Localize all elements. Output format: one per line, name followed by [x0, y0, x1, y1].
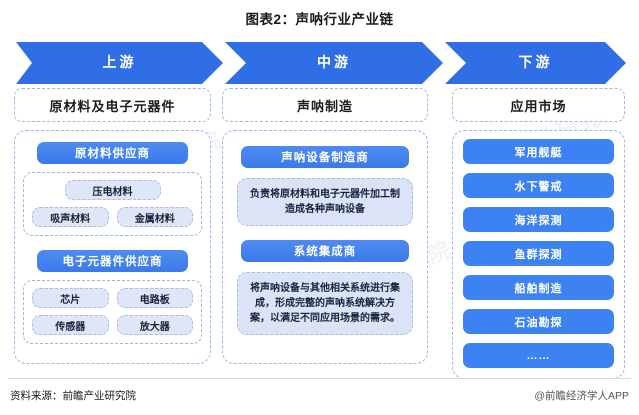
stage-arrow-midstream-label: 中游: [317, 54, 351, 70]
column-downstream-header-label: 应用市场: [510, 98, 567, 114]
column-midstream: 声呐制造 声呐设备制造商 负责将原材料和电子元器件加工制造成各种声呐设备 系统集…: [222, 88, 428, 364]
chip-label: 放大器: [139, 321, 170, 333]
list-item[interactable]: 石油勘探: [463, 309, 614, 334]
list-item[interactable]: 电路板: [116, 288, 193, 308]
column-downstream: 应用市场 军用舰艇 水下警戒 海洋探测 鱼群探测 船舶制造 石油勘探 ……: [452, 88, 625, 379]
group-equipment-maker-desc-text: 负责将原材料和电子元器件加工制造成各种声呐设备: [250, 189, 400, 215]
column-downstream-body: 军用舰艇 水下警戒 海洋探测 鱼群探测 船舶制造 石油勘探 ……: [452, 130, 625, 379]
group-system-integrator-desc: 将声呐设备与其他相关系统进行集成，形成完整的声呐系统解决方案，以满足不同应用场景…: [237, 272, 413, 335]
list-item[interactable]: 吸声材料: [32, 207, 109, 227]
chip-label: 传感器: [55, 321, 86, 333]
stage-arrow-upstream-label: 上游: [102, 54, 137, 70]
column-upstream-body: 原材料供应商 压电材料 吸声材料 金属材料 电子元: [14, 130, 211, 364]
app-item-label: ……: [526, 349, 551, 362]
group-equipment-maker-pill[interactable]: 声呐设备制造商: [241, 146, 409, 168]
list-item[interactable]: 传感器: [32, 315, 109, 335]
column-midstream-header-label: 声呐制造: [296, 98, 353, 114]
group-raw-material-supplier-pill[interactable]: 原材料供应商: [37, 142, 188, 164]
chip-row: 芯片 电路板: [32, 288, 193, 308]
column-upstream-header: 原材料及电子元器件: [14, 88, 211, 122]
app-item-label: 石油勘探: [514, 316, 563, 329]
group-system-integrator-label: 系统集成商: [293, 246, 357, 258]
app-item-label: 水下警戒: [514, 180, 563, 193]
footer-divider: [8, 378, 631, 379]
group-equipment-maker-label: 声呐设备制造商: [281, 152, 369, 164]
list-item[interactable]: 放大器: [116, 315, 193, 335]
app-item-label: 船舶制造: [514, 282, 563, 295]
group-component-supplier-items: 芯片 电路板 传感器 放大器: [23, 280, 202, 344]
stage-arrow-upstream[interactable]: 上游: [16, 42, 223, 84]
group-raw-material-supplier-items: 压电材料 吸声材料 金属材料: [23, 172, 202, 236]
app-credit: @前瞻经济学人APP: [534, 390, 629, 402]
group-system-integrator-desc-text: 将声呐设备与其他相关系统进行集成，形成完整的声呐系统解决方案，以满足不同应用场景…: [250, 283, 400, 324]
group-raw-material-supplier-label: 原材料供应商: [75, 148, 150, 160]
chip-row: 吸声材料 金属材料: [32, 207, 193, 227]
app-item-label: 海洋探测: [514, 214, 563, 227]
stage-arrow-downstream[interactable]: 下游: [445, 42, 626, 84]
list-item[interactable]: 水下警戒: [463, 173, 614, 198]
list-item[interactable]: 压电材料: [64, 180, 161, 200]
source-note: 资料来源：前瞻产业研究院: [10, 390, 136, 402]
column-upstream-header-label: 原材料及电子元器件: [49, 98, 176, 114]
chip-label: 吸声材料: [50, 213, 91, 225]
app-item-label: 鱼群探测: [514, 248, 563, 261]
list-item[interactable]: 海洋探测: [463, 207, 614, 232]
column-midstream-body: 声呐设备制造商 负责将原材料和电子元器件加工制造成各种声呐设备 系统集成商 将声…: [222, 130, 428, 364]
app-item-label: 军用舰艇: [514, 146, 563, 159]
list-item[interactable]: 鱼群探测: [463, 241, 614, 266]
stage-arrow-midstream[interactable]: 中游: [225, 42, 443, 84]
column-midstream-header: 声呐制造: [222, 88, 428, 122]
list-item[interactable]: 船舶制造: [463, 275, 614, 300]
chip-label: 电路板: [139, 294, 170, 306]
list-item[interactable]: 军用舰艇: [463, 139, 614, 164]
page-title: 图表2：声呐行业产业链: [245, 12, 394, 27]
list-item[interactable]: 芯片: [32, 288, 109, 308]
chip-label: 压电材料: [92, 186, 133, 198]
chip-label: 金属材料: [134, 213, 175, 225]
list-item[interactable]: 金属材料: [116, 207, 193, 227]
stage-arrow-downstream-label: 下游: [518, 54, 553, 70]
chip-label: 芯片: [60, 294, 81, 306]
chip-row: 压电材料: [32, 180, 193, 200]
group-component-supplier-label: 电子元器件供应商: [62, 256, 163, 268]
chip-row: 传感器 放大器: [32, 315, 193, 335]
column-upstream: 原材料及电子元器件 原材料供应商 压电材料 吸声材料 金属材料: [14, 88, 211, 364]
group-equipment-maker-desc: 负责将原材料和电子元器件加工制造成各种声呐设备: [237, 178, 413, 226]
list-item[interactable]: ……: [463, 343, 614, 368]
group-component-supplier-pill[interactable]: 电子元器件供应商: [37, 250, 188, 272]
stage-arrow-band: 上游 中游 下游: [16, 42, 626, 84]
group-system-integrator-pill[interactable]: 系统集成商: [241, 240, 409, 262]
column-downstream-header: 应用市场: [452, 88, 625, 122]
